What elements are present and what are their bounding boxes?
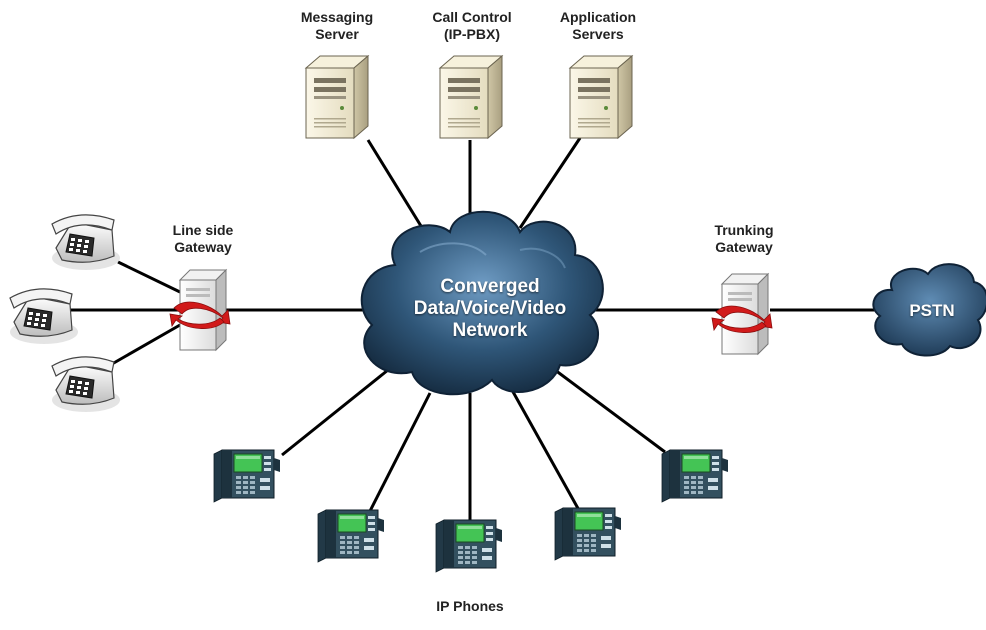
messaging-server-label-line-2: Server <box>315 26 359 42</box>
line-side-gateway-label-line-2: Gateway <box>174 239 232 255</box>
messaging-server-icon <box>305 55 369 139</box>
link-application-servers <box>518 137 582 229</box>
analog-phone-icon <box>51 214 121 271</box>
ip-phones-label: IP Phones <box>436 598 504 614</box>
analog-phone-icon <box>9 288 79 345</box>
link-analog-phone-3 <box>104 323 181 370</box>
trunking-gateway-label-line-2: Gateway <box>715 239 773 255</box>
application-servers-label-line-1: Application <box>559 9 637 25</box>
pstn-cloud-icon <box>872 263 986 357</box>
trunking-gateway-label: Trunking Gateway <box>696 222 792 256</box>
link-ip-phone-1 <box>281 368 389 457</box>
call-control-server-icon <box>439 55 503 139</box>
call-control-label: Call Control (IP-PBX) <box>418 9 526 43</box>
ip-phone-icon <box>435 519 503 573</box>
pstn-label: PSTN <box>909 301 955 320</box>
messaging-server-label: Messaging Server <box>292 9 382 43</box>
trunking-gateway-icon <box>711 273 773 355</box>
network-label-line-3: Network <box>452 320 528 341</box>
application-servers-label: Application Servers <box>545 9 651 43</box>
ip-phone-icon <box>554 507 622 561</box>
trunking-gateway-label-line-1: Trunking <box>714 222 774 238</box>
analog-phone-icon <box>51 356 121 413</box>
cloud-icon <box>360 210 604 396</box>
ip-phone-icon <box>317 509 385 563</box>
link-ip-phone-2 <box>366 392 432 516</box>
network-label: Converged Data/Voice/Video Network <box>390 276 590 342</box>
link-ip-phone-4 <box>510 389 582 513</box>
messaging-server-label-line-1: Messaging <box>300 9 374 25</box>
link-analog-phone-1 <box>117 260 181 294</box>
line-side-gateway-icon <box>169 269 231 351</box>
application-servers-label-line-2: Servers <box>572 26 624 42</box>
line-side-gateway-label: Line side Gateway <box>155 222 251 256</box>
line-side-gateway-label-line-1: Line side <box>172 222 234 238</box>
network-label-line-1: Converged <box>440 276 540 297</box>
link-ip-phone-5 <box>554 368 666 454</box>
connection-lines <box>70 137 880 522</box>
call-control-label-line-2: (IP-PBX) <box>444 26 500 42</box>
ip-phone-icon <box>661 449 729 503</box>
call-control-label-line-1: Call Control <box>432 9 512 25</box>
ip-phone-icon <box>213 449 281 503</box>
application-server-icon <box>569 55 633 139</box>
network-label-line-2: Data/Voice/Video <box>413 298 567 319</box>
